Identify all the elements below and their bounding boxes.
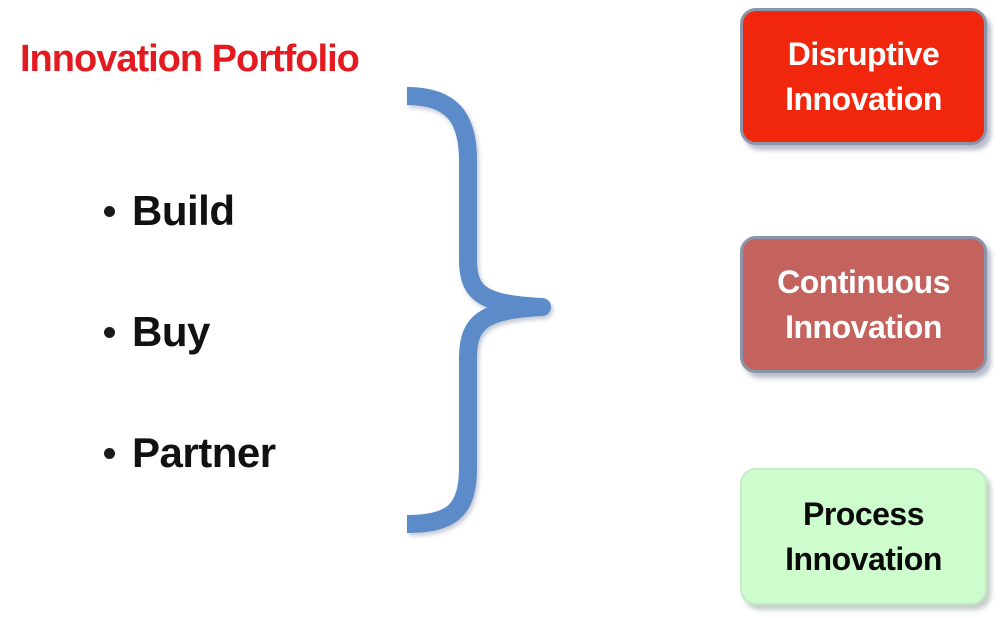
box-process-innovation: Process Innovation	[740, 468, 987, 605]
list-item-build: Build	[104, 186, 276, 236]
brace-path	[406, 87, 551, 533]
right-curly-brace-icon	[406, 87, 551, 533]
bullet-label: Build	[132, 187, 235, 234]
list-item-buy: Buy	[104, 307, 276, 357]
bullet-dot-icon	[104, 326, 115, 338]
box-label-line1: Process	[802, 495, 925, 532]
box-disruptive-innovation: Disruptive Innovation	[740, 8, 987, 145]
bullet-dot-icon	[104, 205, 115, 217]
list-item-partner: Partner	[104, 428, 276, 478]
bullet-label: Buy	[132, 308, 210, 355]
box-label-line2: Innovation	[785, 540, 942, 577]
box-continuous-innovation: Continuous Innovation	[740, 236, 987, 373]
box-label-line2: Innovation	[785, 308, 942, 345]
bullet-dot-icon	[104, 447, 115, 459]
box-label-line1: Disruptive	[787, 35, 940, 72]
bullet-label: Partner	[132, 429, 276, 476]
box-label-line1: Continuous	[777, 263, 950, 300]
bullet-list: Build Buy Partner	[104, 186, 276, 549]
page-title: Innovation Portfolio	[20, 38, 360, 80]
box-label-line2: Innovation	[785, 80, 942, 117]
